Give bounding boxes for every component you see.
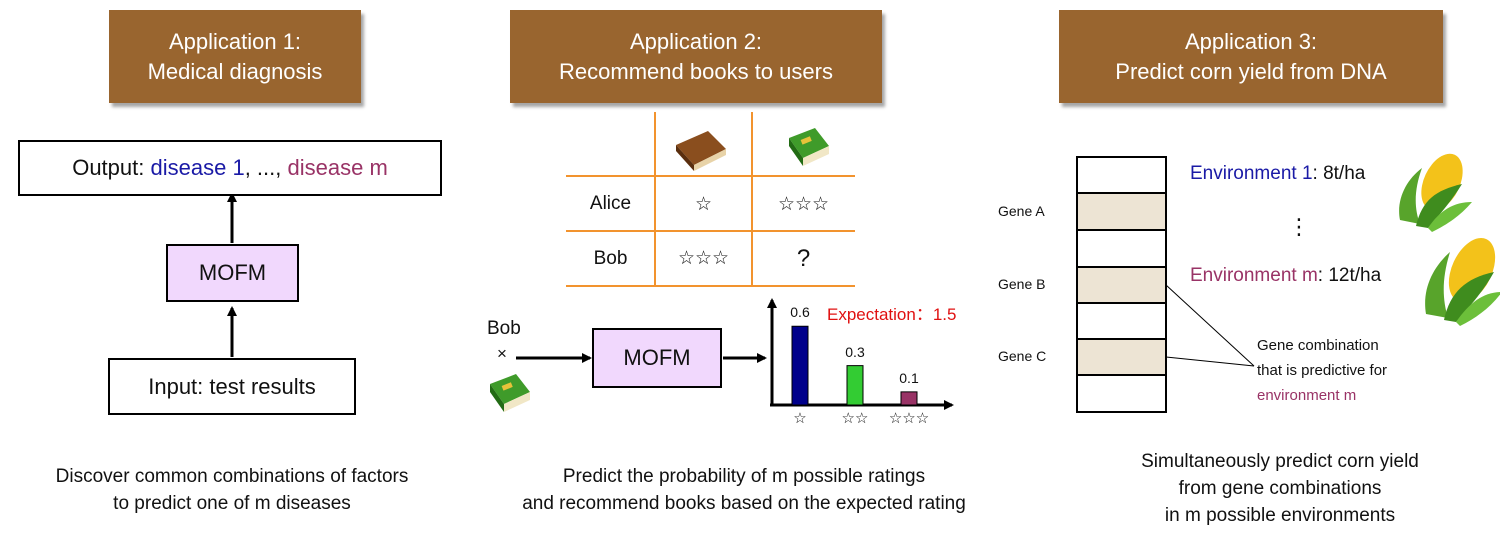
banner-subtitle: Predict corn yield from DNA [1115, 58, 1387, 84]
output-disease-m: disease m [287, 155, 388, 180]
caption-application-2: Predict the probability of m possible ra… [470, 463, 1018, 517]
mofm-box-app2: MOFM [592, 328, 722, 388]
ratings-table-grid [566, 112, 855, 287]
environment-m-num: m [1301, 265, 1318, 286]
input-user-bob: Bob [487, 318, 521, 339]
chart-value-label-1: 0.6 [790, 304, 810, 321]
caption-application-3: Simultaneously predict corn yield from g… [1060, 448, 1500, 529]
mofm-box-app1: MOFM [166, 244, 299, 302]
chart-annotation-expectation: Expectation：1.5 [827, 305, 957, 324]
green-book-icon-input [490, 374, 530, 412]
chart-category-label-3: ☆☆☆ [888, 410, 930, 427]
caption-line-2: and recommend books based on the expecte… [522, 493, 966, 514]
banner-application-3: Application 3: Predict corn yield from D… [1059, 10, 1443, 103]
caption-line-3: in m possible environments [1164, 505, 1396, 526]
green-book-icon-table [789, 128, 829, 166]
environment-m-yield: Environment m: 12t/ha [1190, 265, 1381, 287]
callout-line-gene-b [1165, 284, 1255, 367]
chart-value-label-3: 0.1 [899, 369, 919, 386]
caption-line-2: to predict one of m diseases [113, 493, 351, 514]
gene-combination-note: Gene combination that is predictive for … [1257, 333, 1387, 408]
gene-label-a: Gene A [998, 203, 1045, 219]
table-rating-alice-book1: ☆ [694, 193, 713, 215]
chart-category-label-2: ☆☆ [841, 410, 869, 427]
banner-application-1: Application 1: Medical diagnosis [109, 10, 361, 103]
caption-line-1: Predict the probability of m possible ra… [562, 466, 926, 487]
table-rating-bob-book1: ☆☆☆ [677, 248, 730, 269]
caption-line-2: from gene combinations [1178, 478, 1382, 499]
note-line-1: Gene combination [1257, 337, 1379, 354]
banner-subtitle: Recommend books to users [559, 58, 833, 84]
environment-1-word: Environment [1190, 163, 1297, 184]
table-user-bob: Bob [593, 247, 628, 269]
output-disease-1-word: disease [150, 155, 227, 180]
environment-1-value: : 8t/ha [1312, 163, 1366, 184]
table-user-alice: Alice [589, 193, 632, 214]
gene-label-c: Gene C [998, 348, 1047, 364]
environment-1-num: 1 [1301, 163, 1313, 184]
chart-bar-2 [846, 365, 864, 406]
corn-icon-env1 [1399, 153, 1472, 232]
chart-bar-1 [791, 325, 809, 406]
banner-subtitle: Medical diagnosis [147, 58, 323, 84]
output-box: Output: disease 1, ..., disease m [18, 140, 442, 196]
chart-bar-3 [900, 391, 918, 406]
banner-application-2: Application 2: Recommend books to users [510, 10, 882, 103]
environment-1-yield: Environment 1: 8t/ha [1190, 163, 1365, 185]
note-line-3: environment m [1257, 387, 1357, 404]
output-prefix: Output: [72, 155, 151, 180]
gene-column [1076, 156, 1167, 413]
caption-line-1: Simultaneously predict corn yield [1141, 451, 1419, 472]
times-symbol: × [497, 344, 507, 363]
caption-application-1: Discover common combinations of factors … [0, 463, 464, 517]
brown-book-icon [676, 131, 726, 171]
chart-category-label-1: ☆ [793, 410, 807, 427]
caption-line-1: Discover common combinations of factors [55, 466, 409, 487]
banner-title: Application 1: [168, 28, 302, 54]
gene-label-b: Gene B [998, 276, 1046, 292]
output-separator: , ..., [244, 155, 288, 180]
banner-title: Application 2: [629, 28, 763, 54]
output-disease-1-num: 1 [232, 155, 245, 180]
input-box: Input: test results [108, 358, 356, 415]
chart-value-label-2: 0.3 [845, 343, 865, 360]
note-line-2: that is predictive for [1257, 362, 1388, 379]
table-rating-bob-book2-unknown: ? [796, 244, 811, 272]
banner-title: Application 3: [1184, 28, 1318, 54]
callout-line-gene-c [1165, 356, 1255, 367]
environment-m-value: : 12t/ha [1317, 265, 1382, 286]
table-rating-alice-book2: ☆☆☆ [777, 193, 830, 215]
vertical-ellipsis: ⋮ [1288, 214, 1310, 239]
corn-icon-envm [1425, 238, 1500, 326]
environment-m-word: Environment [1190, 265, 1297, 286]
